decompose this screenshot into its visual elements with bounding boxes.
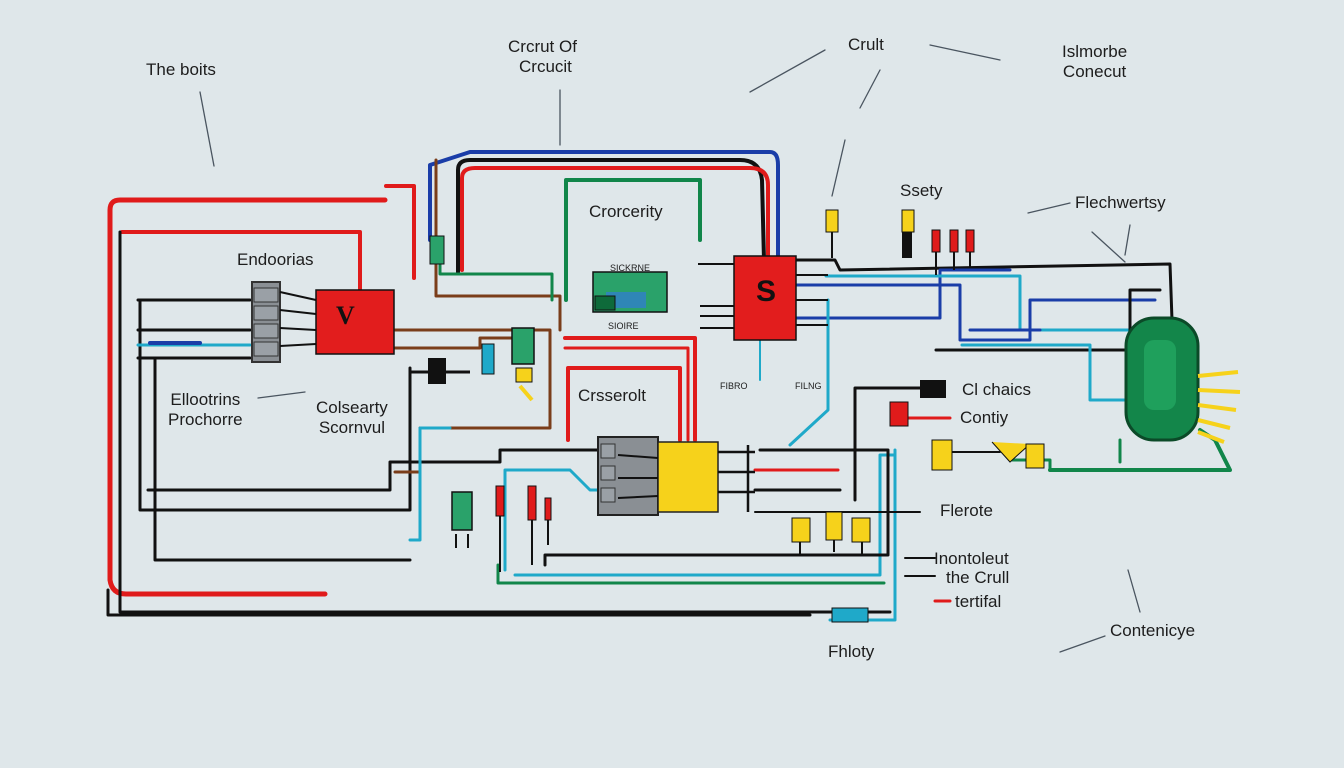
- black-wire-outer: [118, 230, 892, 614]
- small-left-label-1: FIBRO: [720, 381, 748, 391]
- black-wire-left-block: [136, 298, 252, 360]
- label-elloctrins-1: Ellootrins: [170, 390, 241, 409]
- leader-boits: [199, 91, 215, 167]
- label-islmorbe: Islmorbe Conecut: [1062, 42, 1127, 82]
- label-flerote: Flerote: [940, 501, 993, 520]
- leader-flech-3: [1124, 224, 1131, 256]
- leader-flech-2: [1091, 231, 1126, 263]
- label-contenicye: Contenicye: [1110, 621, 1196, 640]
- green-wire-tank-2: [1008, 458, 1052, 472]
- label-inontolecut-2: the Crull: [946, 568, 1010, 587]
- green-frame: [564, 178, 702, 302]
- red-wire-top: [384, 184, 416, 280]
- label-contiy: Contiy: [960, 408, 1009, 427]
- green-tank: [1124, 316, 1241, 444]
- yellow-fuses: [791, 511, 871, 556]
- red-wire-yellow-loop: [566, 366, 682, 442]
- switch-components: [410, 235, 535, 402]
- label-colsearty-1: Colsearty: [316, 398, 388, 417]
- cyan-wire-down: [788, 298, 830, 447]
- cyan-wire-bottom-2: [503, 468, 602, 572]
- black-wire-to-clchaics: [853, 386, 922, 502]
- red-wire-top-loop: [460, 166, 770, 272]
- label-flechwertsy: Flechwertsy: [1075, 193, 1166, 212]
- label-islmorbe-2: Conecut: [1062, 62, 1127, 81]
- black-wire-mid: [146, 448, 602, 492]
- label-colsearty-2: Scornvul: [318, 418, 385, 437]
- leader-elloc: [257, 391, 306, 399]
- label-crorcerity: Crorcerity: [589, 202, 663, 221]
- blue-wire-top: [428, 150, 780, 302]
- cyan-wire-bottom-1: [408, 426, 452, 542]
- blue-wire-right-1: [794, 283, 1157, 342]
- cyan-wire-right-2: [960, 343, 1132, 402]
- leader-ssety: [831, 139, 846, 197]
- relay-red-left-label: V: [336, 301, 355, 330]
- right-connectors: [831, 380, 1045, 623]
- label-inontolecut: Inontoleut the Crull: [934, 549, 1009, 587]
- chip-label-bottom: SIOIRE: [608, 321, 639, 331]
- label-tertifal: tertifal: [955, 592, 1002, 611]
- label-islmorbe-1: Islmorbe: [1062, 42, 1128, 61]
- blue-wire-right-2: [794, 268, 1012, 320]
- brown-wire-top: [434, 158, 562, 332]
- label-circuit-title-1: Crcrut Of: [508, 37, 577, 56]
- red-wire-inner: [120, 230, 362, 292]
- small-left-label-2: FILNG: [795, 381, 822, 391]
- black-wire-bottom: [106, 588, 812, 617]
- label-endoorias: Endoorias: [237, 250, 314, 269]
- green-wire-bottom: [496, 563, 886, 585]
- leader-contenicye: [1059, 635, 1106, 653]
- label-the-boits: The boits: [146, 60, 216, 79]
- label-inontolecut-1: Inontoleut: [934, 549, 1009, 568]
- black-wire-right-top: [793, 258, 1174, 322]
- red-wire-mid-2: [563, 346, 690, 442]
- brown-wire-mid-2: [393, 336, 532, 350]
- red-wire-mid: [563, 336, 697, 442]
- label-fhloty: Fhloty: [828, 642, 875, 661]
- top-right-fuses: [825, 209, 975, 275]
- label-colsearty: Colsearty Scornvul: [316, 398, 388, 438]
- black-wire-right-2: [934, 288, 1162, 352]
- bottom-components: [451, 485, 552, 572]
- relay-red-right: [733, 255, 797, 341]
- label-circuit-title: Crcrut Of Crcucit: [508, 37, 577, 77]
- leader-crult-2: [929, 44, 1001, 61]
- black-wire-left-1: [138, 298, 412, 512]
- label-circuit-title-2: Crcucit: [519, 57, 572, 76]
- label-elloctrins-2: Prochorre: [168, 410, 243, 429]
- black-wire-bottom-2: [543, 448, 890, 567]
- label-clchaics: Cl chaics: [962, 380, 1031, 399]
- chip-label-top: SICKRNE: [610, 263, 651, 273]
- leader-crult: [749, 49, 826, 93]
- label-elloctrins: Ellootrins Prochorre: [168, 390, 243, 430]
- leader-crult-3: [859, 69, 881, 109]
- cyan-wire-right: [824, 274, 1162, 332]
- sensor-chip: [592, 271, 668, 313]
- label-crult-top: Crult: [848, 35, 884, 54]
- relay-red-right-label: S: [756, 275, 777, 308]
- black-wire-left-2: [153, 358, 412, 562]
- leader-flech: [1027, 202, 1071, 214]
- left-terminal-block: [251, 281, 317, 363]
- label-ssety: Ssety: [900, 181, 943, 200]
- yellow-block: [597, 436, 755, 516]
- relay-red-left: [315, 289, 395, 355]
- label-creserofit: Crsserolt: [578, 386, 647, 405]
- black-wire-inon: [904, 557, 936, 577]
- leader-contenicye-2: [1127, 569, 1141, 613]
